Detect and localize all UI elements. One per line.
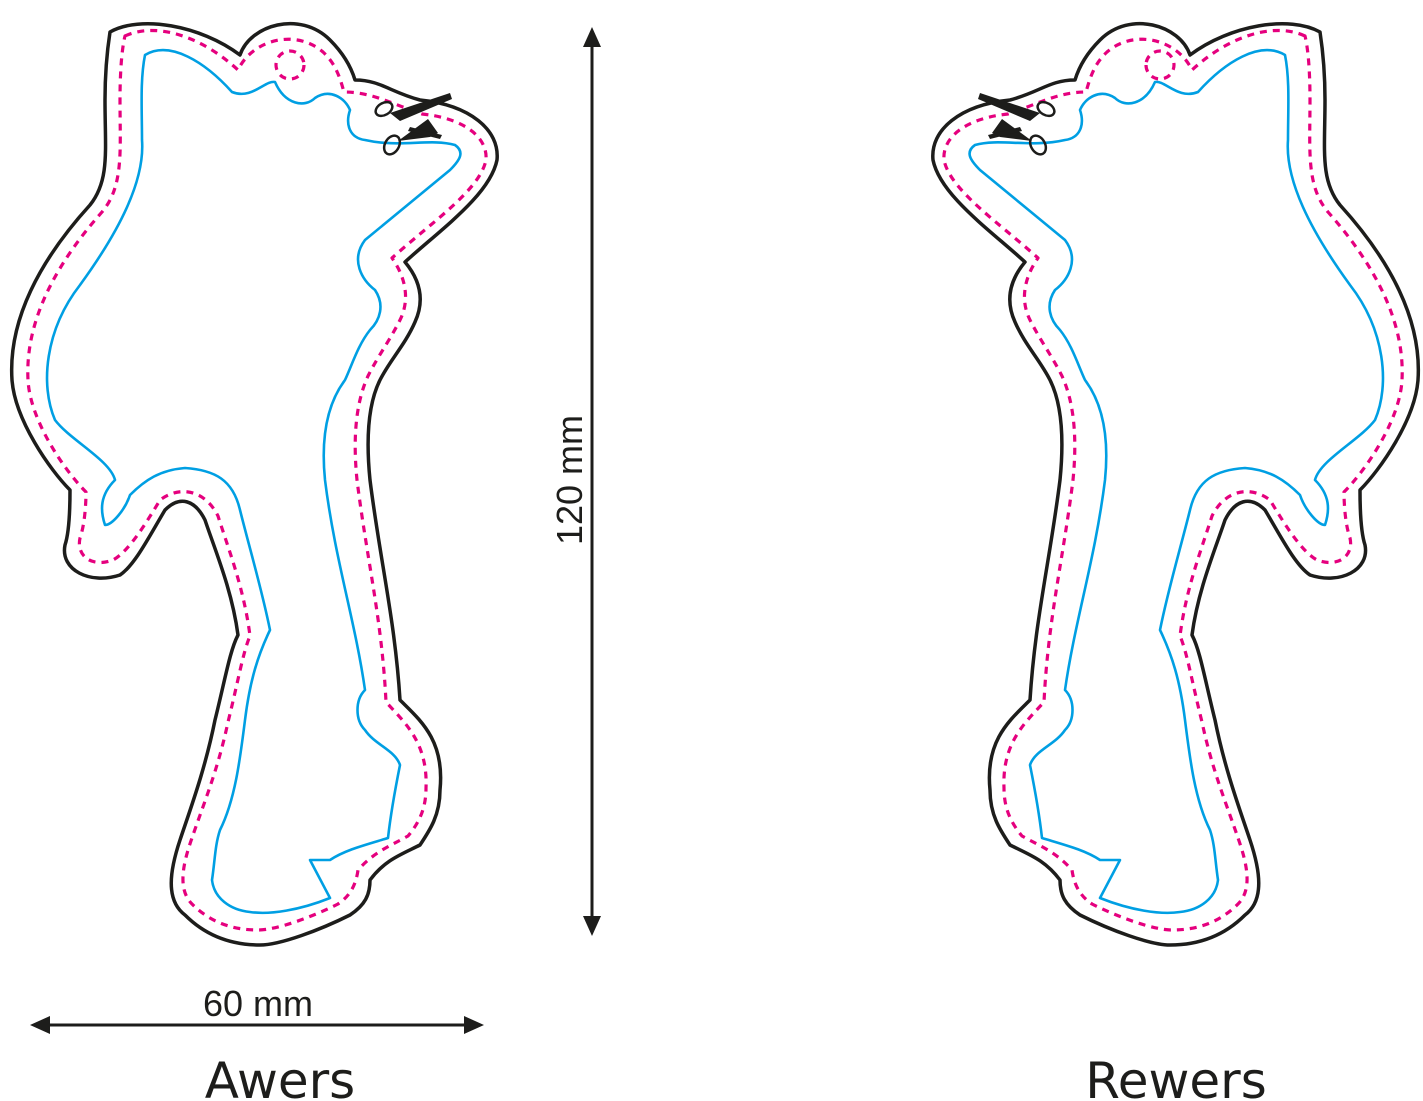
back-shape	[931, 21, 1421, 947]
height-dimension: 120 mm	[549, 27, 601, 936]
front-safe-line	[26, 28, 488, 932]
width-dimension: 60 mm	[30, 983, 484, 1034]
back-cut-line	[931, 21, 1421, 947]
front-hole-marker	[274, 49, 306, 81]
height-label: 120 mm	[549, 415, 590, 545]
arrow-down-icon	[583, 916, 601, 936]
arrow-right-icon	[464, 1016, 484, 1034]
front-side-label: Awers	[205, 1052, 355, 1101]
back-side-label: Rewers	[1085, 1052, 1267, 1101]
arrow-left-icon	[30, 1016, 50, 1034]
scissors-icon	[374, 93, 452, 156]
back-inner-line	[968, 48, 1385, 915]
front-inner-line	[45, 48, 462, 915]
width-label: 60 mm	[203, 983, 313, 1024]
front-cut-line	[9, 21, 499, 947]
arrow-up-icon	[583, 27, 601, 47]
scissors-icon	[978, 93, 1056, 156]
back-safe-line	[942, 28, 1404, 932]
front-shape	[9, 21, 499, 947]
back-hole-marker	[1144, 49, 1176, 81]
